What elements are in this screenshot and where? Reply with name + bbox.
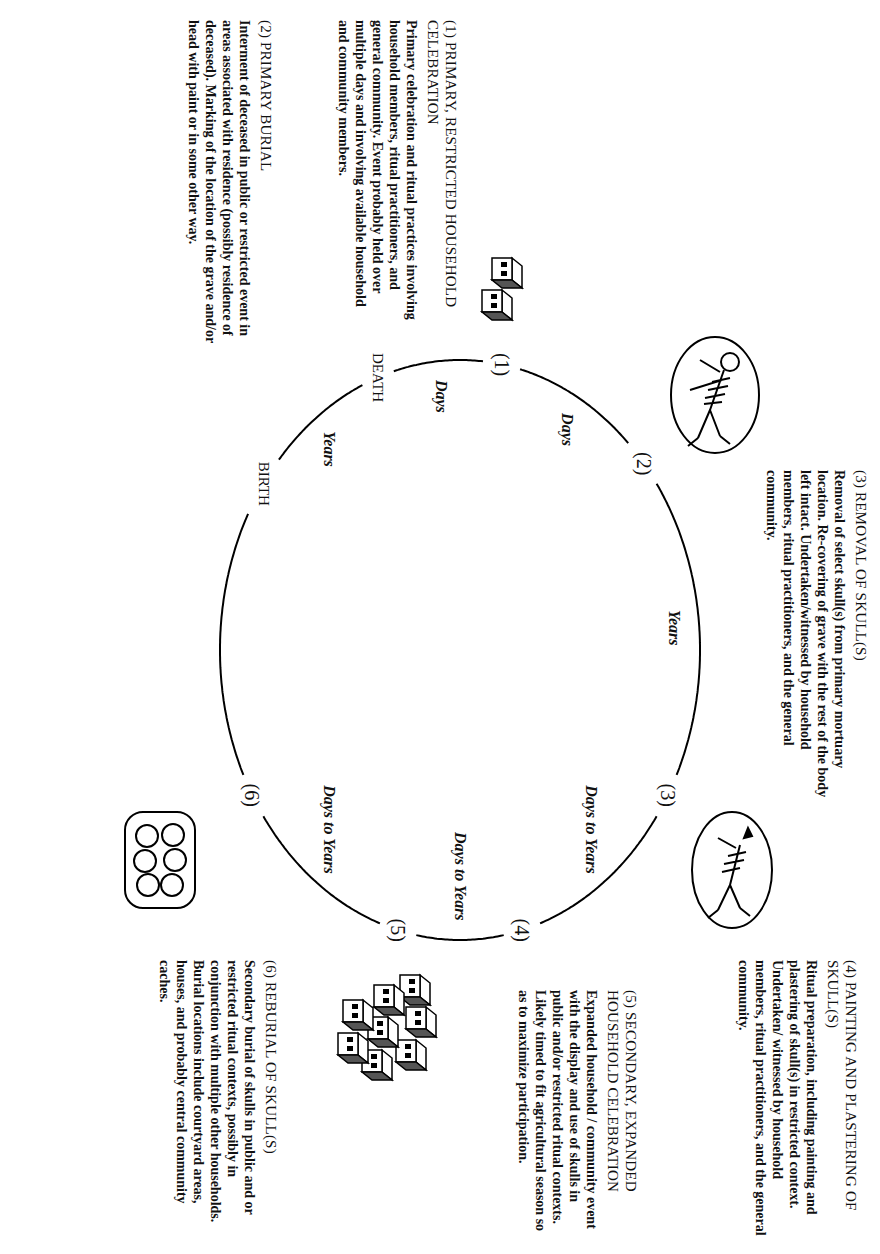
stage-description: Ritual preparation, including painting a… [735, 960, 820, 1240]
cycle-arc [416, 935, 503, 940]
interval-label: Days to Years [320, 782, 338, 877]
stage-description: Interment of deceased in public or restr… [185, 20, 253, 350]
station-label: (1) [491, 353, 513, 376]
station-label: DEATH [370, 353, 387, 402]
stage-description: Removal of select skull(s) from primary … [763, 470, 848, 800]
cycle-station: (2) [631, 448, 657, 479]
station-label: (5) [387, 919, 409, 942]
stage-heading: (4) PAINTING AND PLASTERING OF SKULL(S) [824, 960, 860, 1240]
cycle-arc [220, 514, 248, 775]
stage-heading: (5) SECONDARY, EXPANDED HOUSEHOLD CELEBR… [604, 990, 640, 1240]
cycle-station: DEATH [368, 349, 389, 406]
station-label: BIRTH [255, 462, 272, 506]
cycle-arc [657, 484, 700, 775]
house-cluster-icon [338, 975, 436, 1080]
interval-label: Years [320, 428, 338, 470]
skull-cache-icon [125, 812, 195, 908]
cycle-station: (4) [509, 915, 535, 946]
interval-label: Days to Years [451, 829, 469, 924]
skull-removal-icon [692, 812, 772, 928]
stage-description: Primary celebration and ritual practices… [335, 20, 420, 320]
interval-label: Years [665, 607, 683, 649]
station-label: (3) [657, 784, 679, 807]
cycle-station: (1) [489, 349, 515, 380]
station-label: (2) [633, 452, 655, 475]
cycle-arc [394, 360, 483, 371]
interval-label: Days [432, 377, 450, 416]
cycle-station: BIRTH [253, 458, 274, 510]
stage-description: Secondary burial of skulls in public and… [156, 960, 258, 1245]
stage-description: Expanded household / community event wit… [515, 990, 600, 1240]
cycle-station: (5) [385, 915, 411, 946]
household-icon [482, 258, 522, 320]
interval-label: Days [559, 410, 577, 449]
stage-heading: (6) REBURIAL OF SKULL(S) [262, 960, 280, 1245]
cycle-station: (6) [239, 780, 265, 811]
stage-heading: (2) PRIMARY BURIAL [257, 20, 275, 350]
cycle-station: (3) [655, 780, 681, 811]
stage-heading: (1) PRIMARY, RESTRICTED HOUSEHOLD CELEBR… [424, 20, 460, 320]
stage-heading: (3) REMOVAL OF SKULL(S) [852, 470, 870, 800]
interval-label: Days to Years [582, 782, 600, 877]
station-label: (4) [511, 919, 533, 942]
primary-burial-icon [671, 337, 759, 453]
station-label: (6) [241, 784, 263, 807]
